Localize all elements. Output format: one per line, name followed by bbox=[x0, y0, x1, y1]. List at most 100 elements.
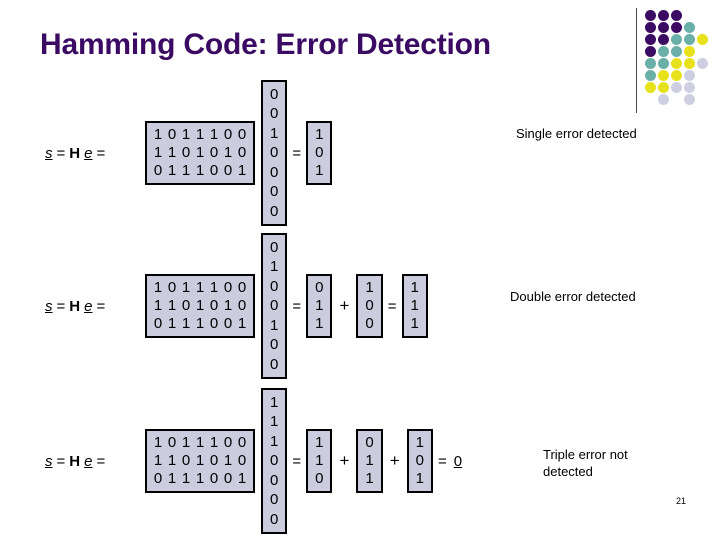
matrix-cell: 1 bbox=[195, 452, 205, 469]
matrix-cell: 1 bbox=[237, 315, 247, 332]
vector-bit: 1 bbox=[315, 452, 324, 469]
equals-sign: = bbox=[292, 144, 302, 162]
logo-dot bbox=[645, 34, 656, 45]
vector-bit: 0 bbox=[270, 491, 279, 509]
vector-bit: 1 bbox=[270, 316, 279, 334]
logo-dot bbox=[658, 22, 669, 33]
matrix-cell: 1 bbox=[195, 434, 205, 451]
matrix-cell: 1 bbox=[195, 470, 205, 487]
logo-dot bbox=[697, 58, 708, 69]
vector-bit: 0 bbox=[270, 277, 279, 295]
equals-sign: = bbox=[292, 297, 302, 315]
matrix-cell: 0 bbox=[209, 162, 219, 179]
logo-dot bbox=[645, 22, 656, 33]
vector-bit: 0 bbox=[270, 336, 279, 354]
logo-dot bbox=[645, 46, 656, 57]
vector-bit: 1 bbox=[410, 279, 419, 296]
matrix-cell: 1 bbox=[167, 162, 177, 179]
matrix-symbol-h: H bbox=[69, 452, 81, 470]
vector-bit: 1 bbox=[315, 162, 324, 179]
vector-bit: 1 bbox=[315, 434, 324, 451]
logo-dot bbox=[684, 46, 695, 57]
logo-dot bbox=[658, 58, 669, 69]
matrix-cell: 0 bbox=[223, 162, 233, 179]
logo-dot bbox=[658, 46, 669, 57]
matrix-cell: 0 bbox=[181, 297, 191, 314]
matrix-cell: 1 bbox=[153, 279, 163, 296]
matrix-cell: 1 bbox=[167, 470, 177, 487]
matrix-cell: 1 bbox=[153, 126, 163, 143]
vector-bit: 1 bbox=[270, 393, 279, 411]
logo-dot bbox=[645, 70, 656, 81]
matrix-cell: 0 bbox=[237, 279, 247, 296]
syndrome-symbol: s bbox=[45, 452, 53, 470]
matrix-cell: 1 bbox=[181, 279, 191, 296]
vector-bit: 0 bbox=[415, 452, 425, 469]
equals-sign: = bbox=[438, 452, 447, 470]
vector-bit: 1 bbox=[270, 258, 279, 276]
matrix-cell: 1 bbox=[153, 297, 163, 314]
vector-bit: 0 bbox=[315, 470, 324, 487]
vector-bit: 1 bbox=[270, 413, 279, 431]
matrix-cell: 1 bbox=[223, 297, 233, 314]
vector-bit: 1 bbox=[410, 315, 419, 332]
error-symbol-e: e bbox=[84, 297, 93, 315]
syndrome-symbol: s bbox=[45, 144, 53, 162]
matrix-cell: 0 bbox=[237, 297, 247, 314]
matrix-cell: 0 bbox=[209, 315, 219, 332]
dot-matrix-logo bbox=[645, 10, 717, 105]
matrix-cell: 0 bbox=[223, 434, 233, 451]
matrix-cell: 1 bbox=[167, 144, 177, 161]
matrix-cell: 1 bbox=[181, 162, 191, 179]
matrix-cell: 0 bbox=[209, 144, 219, 161]
caption-double-error: Double error detected bbox=[510, 289, 636, 304]
logo-dot bbox=[671, 82, 682, 93]
logo-dot bbox=[658, 70, 669, 81]
vector-bit: 1 bbox=[315, 297, 324, 314]
matrix-cell: 1 bbox=[181, 470, 191, 487]
matrix-cell: 1 bbox=[167, 297, 177, 314]
logo-divider bbox=[636, 8, 637, 113]
equals-sign: = bbox=[56, 297, 66, 315]
zero-vector-result: 0 bbox=[453, 452, 463, 470]
logo-dot bbox=[658, 82, 669, 93]
logo-dot bbox=[645, 58, 656, 69]
matrix-cell: 1 bbox=[195, 279, 205, 296]
equals-sign: = bbox=[96, 144, 106, 162]
logo-dot bbox=[658, 34, 669, 45]
vector-bit: 0 bbox=[270, 202, 279, 220]
vector-bit: 0 bbox=[270, 510, 279, 528]
matrix-cell: 1 bbox=[237, 470, 247, 487]
logo-dot bbox=[684, 70, 695, 81]
plus-sign: + bbox=[339, 451, 350, 470]
caption-single-error: Single error detected bbox=[516, 126, 637, 141]
matrix-cell: 1 bbox=[209, 434, 219, 451]
caption-triple-error-line2: detected bbox=[543, 464, 593, 479]
matrix-symbol-h: H bbox=[69, 297, 81, 315]
matrix-cell: 1 bbox=[209, 126, 219, 143]
logo-dot bbox=[645, 10, 656, 21]
matrix-cell: 0 bbox=[237, 126, 247, 143]
error-symbol-e: e bbox=[84, 452, 93, 470]
plus-sign: + bbox=[339, 296, 350, 315]
vector-bit: 0 bbox=[365, 315, 374, 332]
vector-bit: 1 bbox=[365, 452, 374, 469]
matrix-cell: 0 bbox=[223, 470, 233, 487]
vector-bit: 1 bbox=[365, 279, 374, 296]
matrix-cell: 0 bbox=[223, 126, 233, 143]
matrix-cell: 0 bbox=[153, 315, 163, 332]
vector-bit: 0 bbox=[270, 452, 279, 470]
matrix-cell: 0 bbox=[237, 144, 247, 161]
matrix-cell: 0 bbox=[237, 452, 247, 469]
vector-bit: 1 bbox=[415, 470, 425, 487]
matrix-cell: 0 bbox=[209, 452, 219, 469]
